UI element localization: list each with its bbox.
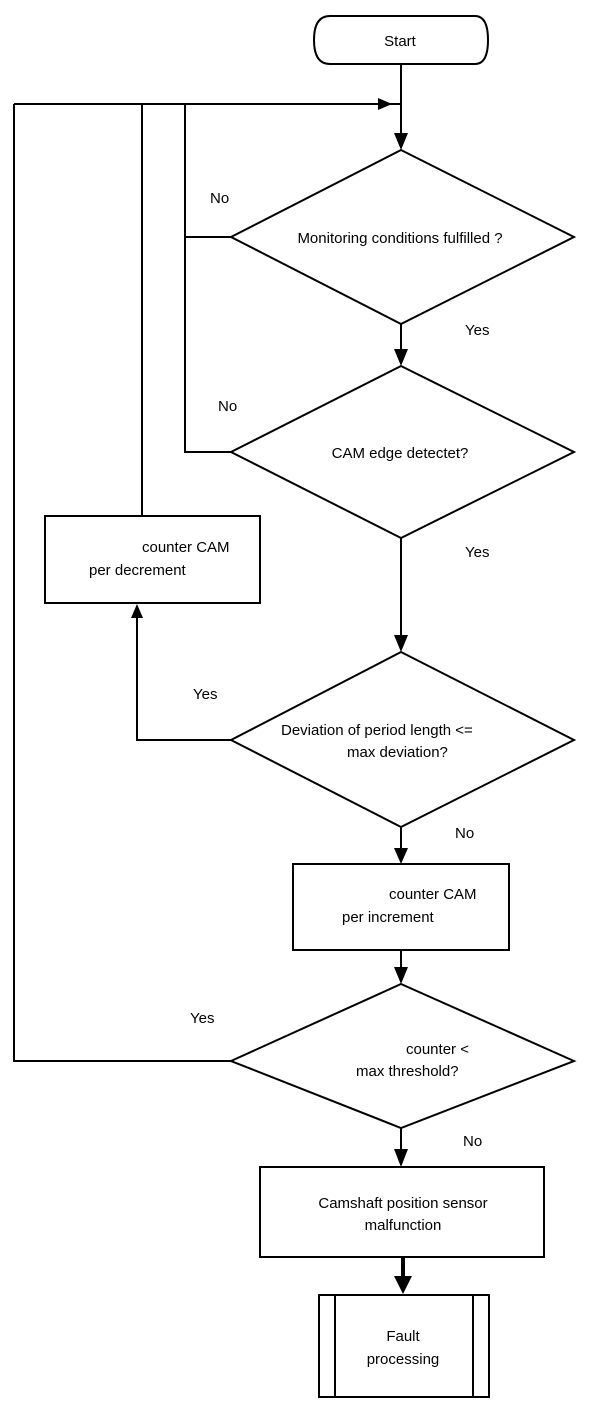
- deviation-line1: Deviation of period length <=: [281, 722, 473, 739]
- decrement-line2: per decrement: [89, 562, 187, 579]
- deviation-yes-label: Yes: [193, 686, 217, 703]
- decision-deviation: Deviation of period length <= max deviat…: [228, 650, 577, 829]
- start-node: Start: [312, 15, 490, 65]
- decision-cam-edge: CAM edge detectet?: [228, 364, 577, 540]
- arrowhead-to-deviation: [394, 635, 408, 652]
- arrowhead-to-cam-edge: [394, 349, 408, 366]
- arrowhead-to-malfunction: [394, 1149, 408, 1167]
- cam-edge-no-label: No: [218, 398, 237, 415]
- start-label: Start: [384, 33, 417, 50]
- threshold-yes-label: Yes: [190, 1010, 214, 1027]
- fault-processing: Fault processing: [318, 1294, 490, 1398]
- arrowhead-to-threshold: [394, 967, 408, 984]
- malfunction-line2: malfunction: [365, 1217, 442, 1234]
- cam-edge-question: CAM edge detectet?: [332, 445, 469, 462]
- connector-threshold-yes: [13, 104, 231, 1062]
- connector-deviation-yes: [136, 616, 231, 741]
- fault-line1: Fault: [386, 1328, 420, 1345]
- cam-edge-yes-label: Yes: [465, 544, 489, 561]
- threshold-line1: counter <: [406, 1041, 469, 1058]
- connector-monitoring-no: [184, 104, 231, 238]
- increment-line2: per increment: [342, 909, 435, 926]
- connector-cam-edge-no: [184, 237, 231, 453]
- decision-monitoring: Monitoring conditions fulfilled ?: [228, 148, 577, 326]
- decrement-line1: counter CAM: [142, 539, 230, 556]
- process-malfunction: Camshaft position sensor malfunction: [259, 1166, 545, 1258]
- arrowhead-return-merge: [378, 98, 392, 110]
- monitoring-yes-label: Yes: [465, 322, 489, 339]
- arrowhead-to-increment: [394, 848, 408, 864]
- arrowhead-to-fault: [394, 1276, 412, 1294]
- process-increment: counter CAM per increment: [292, 863, 510, 951]
- malfunction-line1: Camshaft position sensor: [318, 1195, 487, 1212]
- decision-threshold: counter < max threshold?: [228, 982, 577, 1130]
- arrowhead-to-decrement: [131, 604, 143, 618]
- monitoring-no-label: No: [210, 190, 229, 207]
- increment-line1: counter CAM: [389, 886, 477, 903]
- monitoring-question: Monitoring conditions fulfilled ?: [297, 230, 502, 247]
- fault-line2: processing: [367, 1351, 440, 1368]
- deviation-no-label: No: [455, 825, 474, 842]
- process-decrement: counter CAM per decrement: [44, 515, 261, 604]
- arrowhead-to-monitoring: [394, 133, 408, 150]
- threshold-no-label: No: [463, 1133, 482, 1150]
- threshold-line2: max threshold?: [356, 1063, 459, 1080]
- deviation-line2: max deviation?: [347, 744, 448, 761]
